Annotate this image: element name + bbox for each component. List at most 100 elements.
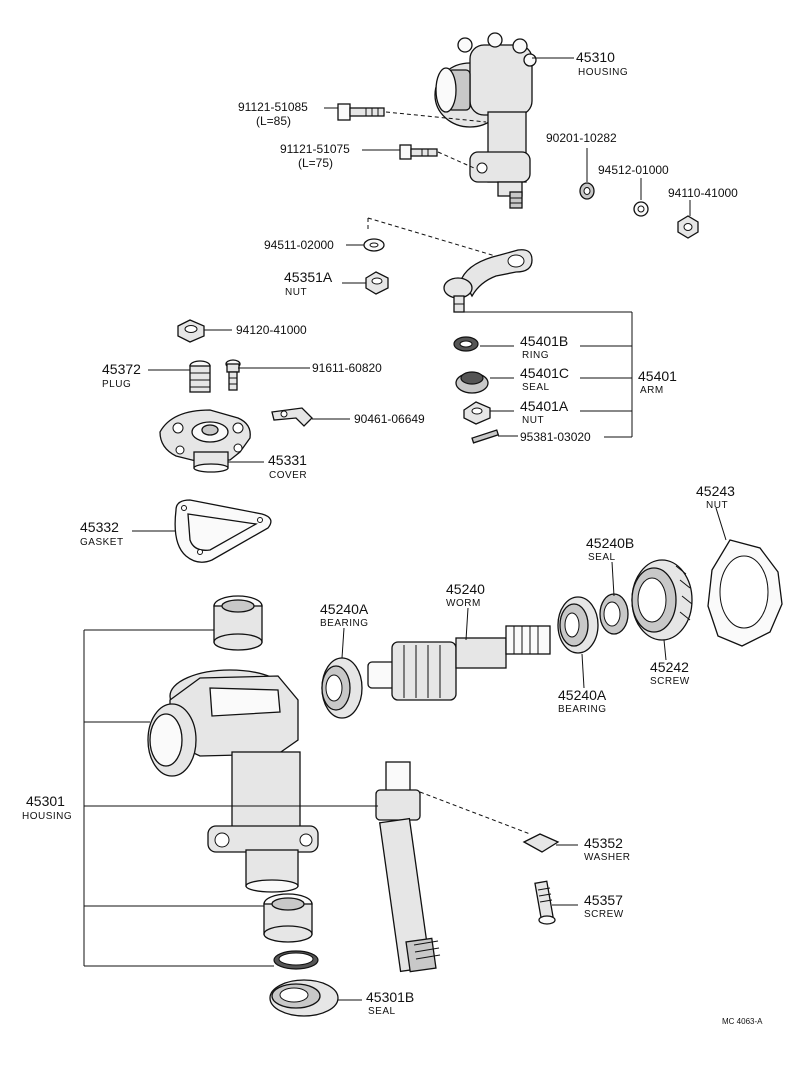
label-45332: 45332 GASKET xyxy=(80,519,124,548)
figure-code: MC 4063-A xyxy=(722,1017,763,1026)
washer-90201-10282 xyxy=(579,182,595,200)
part-number: 45352 xyxy=(584,835,623,851)
part-name: NUT xyxy=(522,415,544,426)
lock-washer-94512-01000 xyxy=(633,201,649,217)
part-number: 45351A xyxy=(284,269,333,285)
ring-45401b xyxy=(453,336,479,352)
sector-shaft xyxy=(375,761,441,973)
label-94512-01000: 94512-01000 xyxy=(598,163,669,177)
part-number: 45372 xyxy=(102,361,141,377)
part-name: GASKET xyxy=(80,537,124,548)
label-45401c: 45401C SEAL xyxy=(520,365,569,393)
seal-45401c xyxy=(455,371,489,394)
label-45357: 45357 SCREW xyxy=(584,892,623,920)
part-number: 45301 xyxy=(26,793,65,809)
label-45310: 45310 HOUSING xyxy=(576,49,628,78)
label-45301: 45301 HOUSING xyxy=(22,793,72,822)
seal-45301b xyxy=(269,979,339,1017)
seal-45240b xyxy=(599,593,629,635)
part-number: 94512-01000 xyxy=(598,163,669,177)
part-name: BEARING xyxy=(320,618,369,629)
bushing-lower xyxy=(263,893,313,943)
part-number: 94511-02000 xyxy=(264,238,334,252)
part-number: 45242 xyxy=(650,659,689,675)
lock-nut-45243 xyxy=(707,539,783,647)
part-name: SCREW xyxy=(650,676,690,687)
nut-94110-41000 xyxy=(677,215,699,239)
label-45240a-bottom: 45240A BEARING xyxy=(558,687,607,715)
label-45240: 45240 WORM xyxy=(446,581,485,609)
pitman-arm xyxy=(443,249,533,313)
bearing-45240a-left xyxy=(321,657,363,719)
nut-94120-41000 xyxy=(177,319,205,343)
nut-45401a xyxy=(463,401,491,425)
label-45351a: 45351A NUT xyxy=(284,269,333,298)
part-number: 45240A xyxy=(558,687,607,703)
part-number: 45401B xyxy=(520,333,568,349)
part-number: 45243 xyxy=(696,483,735,499)
nut-45351a xyxy=(365,271,389,295)
label-45301b: 45301B SEAL xyxy=(366,989,414,1017)
part-name: (L=75) xyxy=(298,156,333,170)
label-91611-60820: 91611-60820 xyxy=(312,361,382,375)
part-name: (L=85) xyxy=(256,114,291,128)
screw-45357 xyxy=(534,880,556,925)
part-number: 94120-41000 xyxy=(236,323,307,337)
part-name: WORM xyxy=(446,598,481,609)
part-name: HOUSING xyxy=(22,811,72,822)
bushing-upper xyxy=(213,595,263,651)
washer-94511-02000 xyxy=(363,238,385,252)
label-45331: 45331 COVER xyxy=(268,452,307,481)
adjusting-screw-45242 xyxy=(631,559,693,641)
part-number: 95381-03020 xyxy=(520,430,591,444)
part-number: 94110-41000 xyxy=(668,186,738,200)
housing-45301 xyxy=(147,669,319,893)
plug-45372 xyxy=(189,360,211,393)
label-94120-41000: 94120-41000 xyxy=(236,323,307,337)
label-94511-02000: 94511-02000 xyxy=(264,238,334,252)
part-name: RING xyxy=(522,350,549,361)
part-number: 45401 xyxy=(638,368,677,384)
part-number: 91121-51075 xyxy=(280,142,350,156)
part-name: SEAL xyxy=(522,382,550,393)
label-91121-51075: 91121-51075 (L=75) xyxy=(280,142,350,170)
gasket-45332 xyxy=(174,499,272,563)
label-90201-10282: 90201-10282 xyxy=(546,131,617,145)
label-45401a: 45401A NUT xyxy=(520,398,569,426)
part-name: PLUG xyxy=(102,379,131,390)
bearing-45240a-right xyxy=(557,596,599,654)
worm-shaft-45240 xyxy=(367,625,551,701)
part-name: WASHER xyxy=(584,852,631,863)
part-number: 45310 xyxy=(576,49,615,65)
label-94110-41000: 94110-41000 xyxy=(668,186,738,200)
part-number: 45331 xyxy=(268,452,307,468)
part-number: 45401C xyxy=(520,365,569,381)
part-number: 45240B xyxy=(586,535,634,551)
part-number: 45240A xyxy=(320,601,369,617)
bolt-91611-60820 xyxy=(225,359,241,391)
part-name: COVER xyxy=(269,470,307,481)
label-45240b: 45240B SEAL xyxy=(586,535,634,563)
part-number: 90201-10282 xyxy=(546,131,617,145)
part-number: 45240 xyxy=(446,581,485,597)
part-name: NUT xyxy=(706,500,728,511)
label-45243: 45243 NUT xyxy=(696,483,735,511)
part-name: ARM xyxy=(640,385,664,396)
bolt-l85 xyxy=(337,103,385,121)
label-45401: 45401 ARM xyxy=(638,368,677,396)
part-name: BEARING xyxy=(558,704,607,715)
part-name: HOUSING xyxy=(578,67,628,78)
label-45372: 45372 PLUG xyxy=(102,361,141,390)
label-95381-03020: 95381-03020 xyxy=(520,430,591,444)
part-number: 90461-06649 xyxy=(354,412,425,426)
washer-45352 xyxy=(522,833,560,853)
part-name: SEAL xyxy=(588,552,616,563)
label-90461-06649: 90461-06649 xyxy=(354,412,425,426)
label-45352: 45352 WASHER xyxy=(584,835,631,863)
label-45401b: 45401B RING xyxy=(520,333,568,361)
part-number: 45301B xyxy=(366,989,414,1005)
part-number: 45401A xyxy=(520,398,569,414)
label-91121-51085: 91121-51085 (L=85) xyxy=(238,100,308,128)
snap-ring xyxy=(273,950,319,970)
